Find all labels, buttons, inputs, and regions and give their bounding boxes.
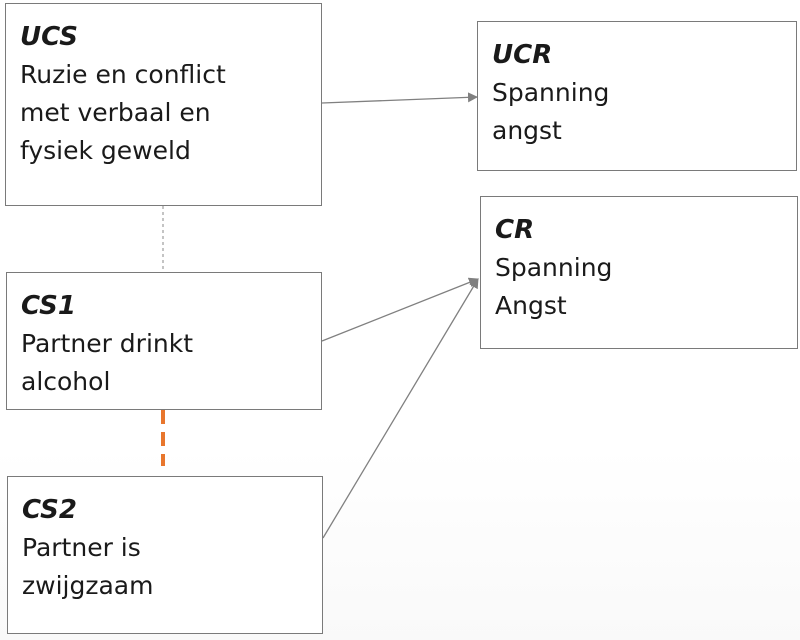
arrow-cs2-to-cr bbox=[322, 278, 479, 539]
box-cs1: CS1 Partner drinkt alcohol bbox=[6, 272, 322, 410]
box-cr-body: Spanning Angst bbox=[495, 253, 613, 320]
box-cs1-title: CS1 bbox=[21, 291, 76, 321]
box-cr: CR Spanning Angst bbox=[480, 196, 798, 349]
box-ucr-title: UCR bbox=[492, 40, 553, 70]
box-ucs-body: Ruzie en conflict met verbaal en fysiek … bbox=[20, 60, 226, 165]
box-cs2-body: Partner is zwijgzaam bbox=[22, 533, 154, 600]
box-ucr: UCR Spanning angst bbox=[477, 21, 797, 171]
arrow-ucs-to-ucr bbox=[321, 92, 478, 104]
box-cr-title: CR bbox=[495, 215, 535, 245]
box-cs1-body: Partner drinkt alcohol bbox=[21, 329, 194, 396]
box-ucs: UCS Ruzie en conflict met verbaal en fys… bbox=[5, 3, 322, 206]
box-ucs-title: UCS bbox=[20, 22, 78, 52]
box-cs2: CS2 Partner is zwijgzaam bbox=[7, 476, 323, 634]
box-cs2-title: CS2 bbox=[22, 495, 77, 525]
box-ucr-body: Spanning angst bbox=[492, 78, 610, 145]
arrow-cs1-to-cr bbox=[321, 277, 479, 342]
